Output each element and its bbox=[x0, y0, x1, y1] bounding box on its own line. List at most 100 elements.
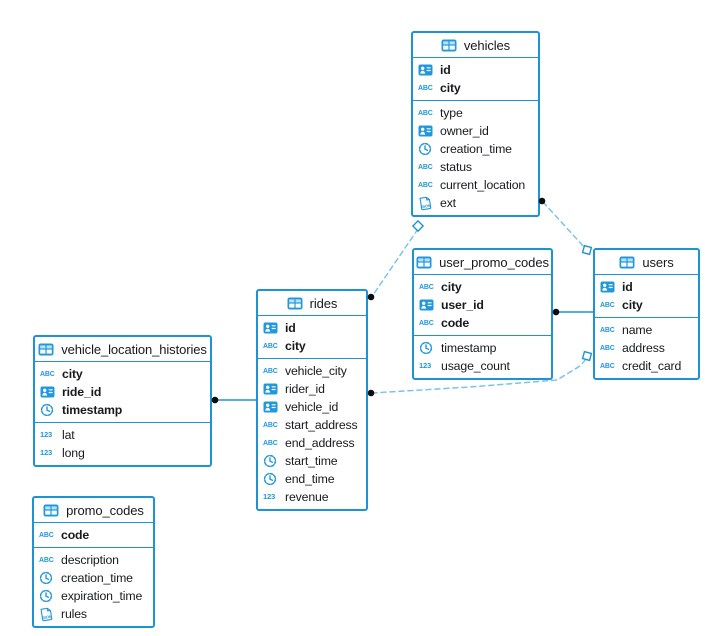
primary-key-row: ABC city bbox=[414, 278, 551, 296]
table-grid-icon bbox=[38, 343, 56, 356]
svg-text:JSON: JSON bbox=[420, 202, 431, 209]
abc-text-icon: ABC bbox=[39, 556, 54, 564]
numeric-123-icon: 123 bbox=[263, 492, 276, 502]
column-name: lat bbox=[62, 428, 75, 442]
column-name: end_address bbox=[285, 436, 355, 450]
abc-text-icon: ABC bbox=[419, 283, 434, 291]
clock-icon bbox=[263, 472, 281, 486]
column-name: id bbox=[622, 280, 633, 294]
column-row: rider_id bbox=[258, 380, 366, 398]
json-document-icon: JSON bbox=[418, 196, 436, 211]
numeric-123-icon: 123 bbox=[40, 448, 53, 458]
id-badge-icon bbox=[418, 64, 436, 76]
diamond-marker bbox=[581, 244, 593, 256]
abc-text-icon: ABC bbox=[419, 319, 434, 327]
abc-text-icon: ABC bbox=[418, 109, 433, 117]
table-header[interactable]: vehicles bbox=[413, 33, 538, 58]
table-grid-icon bbox=[619, 256, 637, 269]
id-badge-icon bbox=[418, 125, 436, 137]
column-name: expiration_time bbox=[61, 589, 143, 603]
abc-text-icon: ABC bbox=[263, 421, 278, 429]
id-badge-icon bbox=[419, 299, 437, 311]
column-row: start_time bbox=[258, 452, 366, 470]
abc-text-icon: ABC bbox=[600, 362, 615, 370]
clock-icon bbox=[418, 142, 436, 156]
column-name: city bbox=[285, 339, 306, 353]
column-name: name bbox=[622, 323, 653, 337]
column-name: creation_time bbox=[61, 571, 133, 585]
column-row: owner_id bbox=[413, 122, 538, 140]
table-header[interactable]: users bbox=[595, 250, 698, 275]
primary-key-row: id bbox=[258, 319, 366, 337]
column-name: code bbox=[61, 528, 90, 542]
dot-marker bbox=[211, 396, 219, 404]
column-name: type bbox=[440, 106, 463, 120]
column-name: end_time bbox=[285, 472, 335, 486]
abc-text-icon: ABC bbox=[600, 326, 615, 334]
abc-text-icon: ABC bbox=[263, 367, 278, 375]
table-grid-icon bbox=[416, 256, 434, 269]
table-title: promo_codes bbox=[66, 502, 144, 518]
clock-icon bbox=[40, 403, 58, 417]
column-name: current_location bbox=[440, 178, 526, 192]
table-grid-icon bbox=[287, 297, 305, 310]
table-title: vehicle_location_histories bbox=[61, 341, 207, 357]
primary-key-row: id bbox=[595, 278, 698, 296]
table-title: user_promo_codes bbox=[439, 254, 549, 270]
diamond-marker bbox=[581, 350, 593, 362]
column-name: city bbox=[62, 367, 83, 381]
table-header[interactable]: vehicle_location_histories bbox=[35, 337, 210, 362]
id-badge-icon bbox=[40, 386, 58, 398]
column-row: ABC name bbox=[595, 321, 698, 339]
primary-key-row: user_id bbox=[414, 296, 551, 314]
column-name: timestamp bbox=[62, 403, 123, 417]
table-header[interactable]: promo_codes bbox=[34, 498, 153, 523]
column-name: usage_count bbox=[441, 359, 510, 373]
column-name: creation_time bbox=[440, 142, 512, 156]
column-name: user_id bbox=[441, 298, 484, 312]
table-header[interactable]: user_promo_codes bbox=[414, 250, 551, 275]
column-row: vehicle_id bbox=[258, 398, 366, 416]
column-name: city bbox=[441, 280, 462, 294]
primary-key-row: id bbox=[413, 61, 538, 79]
column-row: ABC start_address bbox=[258, 416, 366, 434]
table-grid-icon bbox=[441, 39, 459, 52]
primary-key-row: ride_id bbox=[35, 383, 210, 401]
column-name: id bbox=[285, 321, 296, 335]
column-name: city bbox=[622, 298, 643, 312]
abc-text-icon: ABC bbox=[600, 301, 615, 309]
column-name: owner_id bbox=[440, 124, 489, 138]
id-badge-icon bbox=[263, 322, 281, 334]
primary-key-row: timestamp bbox=[35, 401, 210, 419]
column-row: ABC type bbox=[413, 104, 538, 122]
column-row: end_time bbox=[258, 470, 366, 488]
clock-icon bbox=[39, 589, 57, 603]
column-name: start_address bbox=[285, 418, 358, 432]
dot-marker bbox=[367, 389, 375, 397]
column-row: timestamp bbox=[414, 339, 551, 357]
relationship-vehicles-users bbox=[542, 201, 586, 249]
id-badge-icon bbox=[263, 383, 281, 395]
abc-text-icon: ABC bbox=[418, 163, 433, 171]
table-header[interactable]: rides bbox=[258, 291, 366, 316]
